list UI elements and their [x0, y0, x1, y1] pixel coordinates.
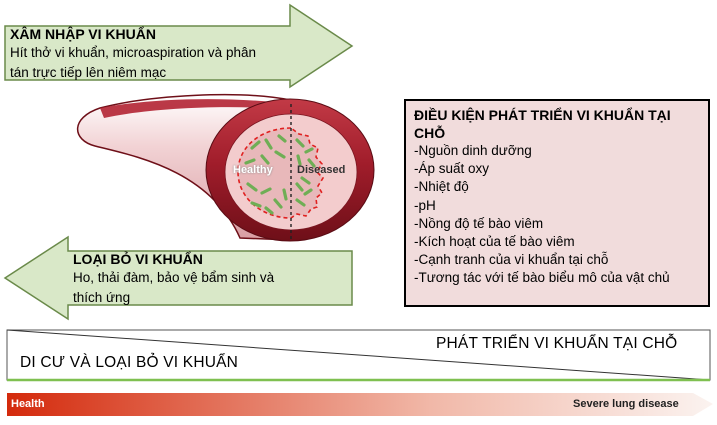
diseased-label: Diseased	[297, 164, 346, 176]
local-growth-label: PHÁT TRIỂN VI KHUẨN TẠI CHỖ	[436, 335, 678, 352]
conditions-title-line: ĐIỀU KIỆN PHÁT TRIỂN VI KHUẨN TẠI	[414, 107, 671, 123]
elimination-title: LOẠI BỎ VI KHUẨN	[73, 251, 203, 267]
condition-item: -Nguồn dinh dưỡng	[414, 143, 532, 158]
elimination-description: Ho, thải đàm, bảo vệ bẩm sinh và thích ứ…	[73, 268, 348, 308]
healthy-label: Healthy	[233, 164, 273, 176]
condition-item: -pH	[414, 197, 436, 213]
condition-item: -Nồng độ tế bào viêm	[414, 215, 544, 231]
condition-item: -Kích hoạt của tế bào viêm	[414, 234, 575, 250]
conditions-title-line: CHỖ	[414, 125, 446, 141]
invasion-title: XÂM NHẬP VI KHUẨN	[10, 26, 156, 42]
condition-item: -Cạnh tranh của vi khuẩn tại chỗ	[414, 252, 609, 268]
conditions-list: -Nguồn dinh dưỡng -Áp suất oxy -Nhiệt độ…	[414, 142, 700, 288]
condition-item: -Tương tác với tế bào biểu mô của vật ch…	[414, 270, 670, 286]
elimination-description-line: Ho, thải đàm, bảo vệ bẩm sinh và	[73, 270, 275, 285]
condition-item: -Áp suất oxy	[414, 161, 490, 177]
elimination-description-line: thích ứng	[73, 290, 131, 305]
bacteria-rods-diseased	[295, 138, 316, 207]
bacteria-colony	[237, 127, 325, 219]
condition-item: -Nhiệt độ	[414, 179, 469, 195]
conditions-panel: ĐIỀU KIỆN PHÁT TRIỂN VI KHUẨN TẠI CHỖ -N…	[404, 99, 710, 307]
health-label: Health	[11, 398, 45, 410]
invasion-description-line: tán trực tiếp lên niêm mạc	[10, 65, 167, 80]
invasion-description: Hít thở vi khuẩn, microaspiration và phâ…	[10, 43, 310, 83]
bacteria-rods-healthy	[244, 134, 288, 215]
invasion-description-line: Hít thở vi khuẩn, microaspiration và phâ…	[10, 45, 256, 60]
migration-elimination-label: DI CƯ VÀ LOẠI BỎ VI KHUẨN	[20, 354, 239, 371]
severe-disease-label: Severe lung disease	[573, 398, 679, 410]
